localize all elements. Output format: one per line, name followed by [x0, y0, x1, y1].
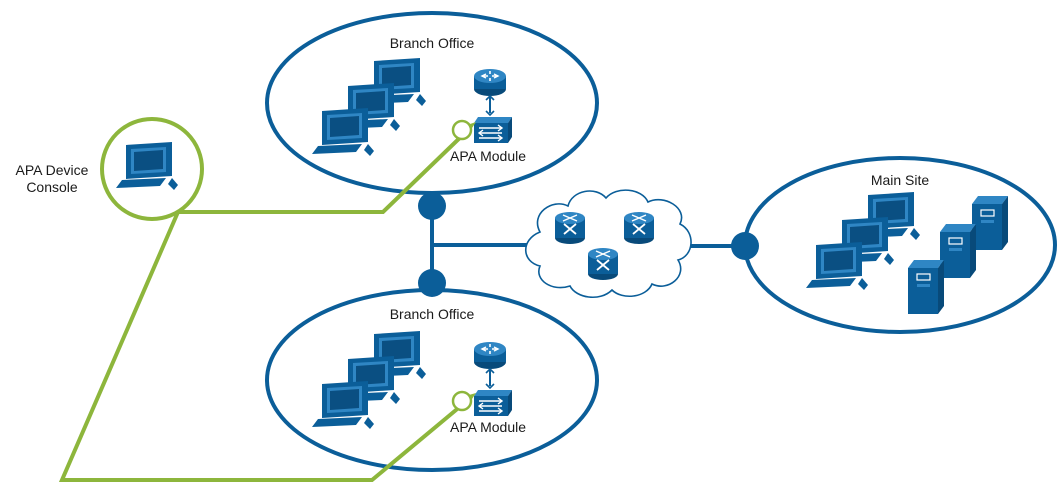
- cloud-router-icon: [587, 247, 619, 281]
- apa-module-top-label: APA Module: [450, 148, 527, 164]
- cloud-router-icon: [554, 211, 586, 245]
- wan-cloud-icon: [524, 189, 692, 298]
- console-label-line1: APA Device: [15, 162, 89, 178]
- monitoring-path-top: [178, 128, 470, 214]
- apa-device-console-label: APA Device Console: [2, 162, 102, 196]
- workstation-icon: [312, 381, 374, 429]
- router-icon: [473, 68, 507, 97]
- server-icon: [971, 195, 1009, 251]
- apa-module-bottom-label: APA Module: [450, 419, 527, 435]
- console-label-line2: Console: [26, 179, 78, 195]
- console-highlight-ring: [100, 117, 204, 221]
- workstation-icon: [116, 142, 178, 190]
- branch-bottom-node: [418, 269, 446, 297]
- apa-module-marker-top: [451, 119, 473, 141]
- server-icon: [907, 259, 945, 315]
- cloud-router-icon: [623, 211, 655, 245]
- monitoring-path-bottom: [58, 211, 470, 482]
- branch-office-top-label: Branch Office: [389, 35, 475, 51]
- router-icon: [473, 341, 507, 370]
- switch-icon: [473, 389, 513, 417]
- branch-office-bottom-label: Branch Office: [389, 306, 475, 322]
- switch-icon: [473, 116, 513, 144]
- main-site-node: [731, 232, 759, 260]
- main-site-label: Main Site: [870, 172, 930, 188]
- workstation-icon: [806, 242, 868, 290]
- workstation-icon: [312, 108, 374, 156]
- server-icon: [939, 223, 977, 279]
- branch-top-node: [418, 192, 446, 220]
- apa-module-marker-bottom: [451, 390, 473, 412]
